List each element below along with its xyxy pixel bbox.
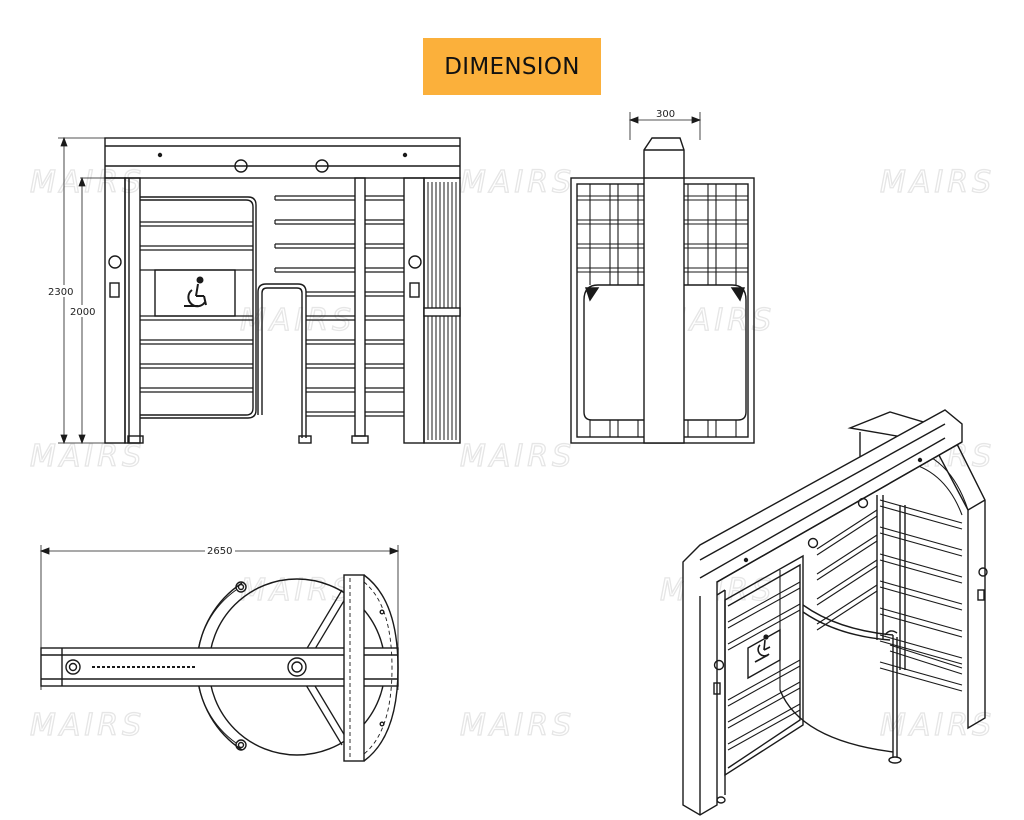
right-pillar bbox=[403, 177, 425, 444]
iso-fixed-gate bbox=[724, 554, 804, 777]
side-view: 300 bbox=[570, 109, 755, 444]
dim-label-300: 300 bbox=[656, 109, 675, 120]
svg-text:MAIRS: MAIRS bbox=[460, 439, 575, 474]
front-view: 2300 2000 bbox=[46, 136, 461, 445]
right-arc-guard bbox=[363, 574, 399, 762]
front-view-dimensions: 2300 2000 bbox=[46, 136, 105, 445]
iso-reader-indicator bbox=[713, 659, 725, 671]
iso-back-frame bbox=[847, 411, 986, 730]
svg-text:MAIRS: MAIRS bbox=[880, 165, 995, 200]
rotor-arms bbox=[274, 195, 355, 417]
top-beam bbox=[104, 137, 461, 179]
side-panel-plan bbox=[343, 574, 365, 762]
svg-text:MAIRS: MAIRS bbox=[240, 573, 355, 608]
isometric-view bbox=[682, 409, 988, 816]
rotor-shaft bbox=[354, 177, 366, 437]
svg-text:MAIRS: MAIRS bbox=[30, 708, 145, 743]
top-view: 2650 bbox=[39, 544, 400, 762]
iso-swing-panel bbox=[802, 604, 894, 636]
svg-text:MAIRS: MAIRS bbox=[460, 708, 575, 743]
dim-label-2300: 2300 bbox=[48, 287, 73, 298]
left-pillar bbox=[104, 177, 126, 444]
card-reader bbox=[109, 282, 120, 298]
svg-text:MAIRS: MAIRS bbox=[30, 439, 145, 474]
iso-wheelchair-icon bbox=[754, 634, 771, 663]
side-curved-panel bbox=[583, 284, 644, 421]
watermark-logo: MAIRS MAIRS MAIRS MAIRS MAIRS MAIRS MAIR… bbox=[29, 164, 995, 743]
card-reader bbox=[409, 282, 420, 298]
reader-indicator bbox=[108, 255, 122, 269]
reader-indicator bbox=[408, 255, 422, 269]
side-center-column bbox=[643, 137, 685, 444]
dim-label-2650: 2650 bbox=[207, 546, 232, 557]
indicator-light bbox=[315, 159, 329, 173]
wheelchair-icon bbox=[184, 276, 207, 308]
iso-card-reader bbox=[713, 682, 721, 695]
iso-indicator-light bbox=[807, 537, 819, 549]
svg-text:MAIRS: MAIRS bbox=[30, 165, 145, 200]
page-title: DIMENSION bbox=[423, 38, 601, 95]
svg-text:MAIRS: MAIRS bbox=[460, 165, 575, 200]
iso-indicator-light bbox=[857, 497, 869, 509]
side-view-dimensions: 300 bbox=[628, 109, 702, 140]
indicator-light bbox=[234, 159, 248, 173]
watermark-group: MAIRS MAIRS MAIRS MAIRS MAIRS MAIRS MAIR… bbox=[29, 164, 995, 743]
accessibility-sign bbox=[154, 269, 236, 317]
side-curved-panel bbox=[684, 284, 747, 421]
center-post bbox=[257, 283, 307, 438]
fixed-gate-frame bbox=[140, 196, 257, 419]
dim-label-2000: 2000 bbox=[70, 307, 95, 318]
